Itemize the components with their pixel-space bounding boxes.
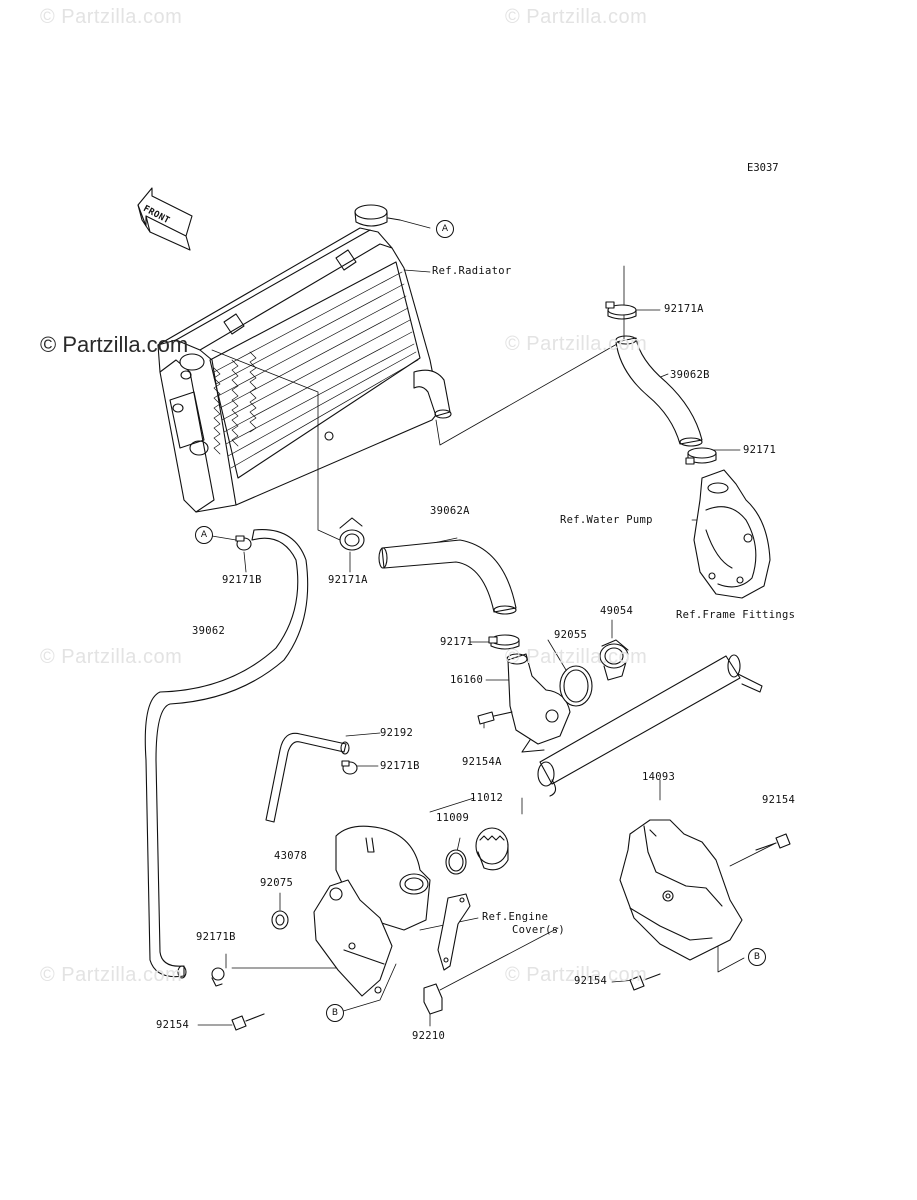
label-92192[interactable]: 92192 bbox=[380, 727, 414, 739]
label-11009[interactable]: 11009 bbox=[436, 812, 470, 824]
label-ref-radiator[interactable]: Ref.Radiator bbox=[432, 265, 512, 277]
watermark-faint: © Partzilla.com bbox=[40, 646, 183, 668]
label-14093[interactable]: 14093 bbox=[642, 771, 676, 783]
label-11012[interactable]: 11012 bbox=[470, 792, 504, 804]
hose-39062 bbox=[144, 529, 309, 979]
cap-11012 bbox=[475, 827, 509, 871]
hose-92192 bbox=[265, 732, 350, 823]
label-92154-bottom-right[interactable]: 92154 bbox=[574, 975, 608, 987]
callout-b-right[interactable]: B bbox=[748, 948, 766, 966]
label-92171-mid[interactable]: 92171 bbox=[440, 636, 474, 648]
front-arrow-icon bbox=[137, 187, 193, 251]
label-92171B-left[interactable]: 92171B bbox=[222, 574, 262, 586]
label-16160[interactable]: 16160 bbox=[450, 674, 484, 686]
diagram-code: E3037 bbox=[747, 162, 779, 174]
label-92055[interactable]: 92055 bbox=[554, 629, 588, 641]
label-92154A[interactable]: 92154A bbox=[462, 756, 502, 768]
watermark-faint: © Partzilla.com bbox=[40, 6, 183, 28]
bolt-92154-right bbox=[755, 833, 791, 851]
label-92171A-top[interactable]: 92171A bbox=[664, 303, 704, 315]
label-ref-water-pump[interactable]: Ref.Water Pump bbox=[560, 514, 653, 526]
label-ref-engine-cover-line1[interactable]: Ref.Engine bbox=[482, 911, 549, 923]
frame-fitting-tube bbox=[537, 654, 763, 797]
watermark-faint: © Partzilla.com bbox=[505, 333, 648, 355]
cover-14093 bbox=[619, 819, 743, 961]
label-92171-top[interactable]: 92171 bbox=[743, 444, 777, 456]
thermostat-49054 bbox=[599, 639, 629, 681]
callout-a-top[interactable]: A bbox=[436, 220, 454, 238]
watermark-faint: © Partzilla.com bbox=[505, 964, 648, 986]
hose-39062A bbox=[378, 539, 517, 615]
label-92171A-mid[interactable]: 92171A bbox=[328, 574, 368, 586]
ring-11009 bbox=[445, 849, 467, 875]
label-ref-engine-cover-line2[interactable]: Cover(s) bbox=[512, 924, 565, 936]
label-92210[interactable]: 92210 bbox=[412, 1030, 446, 1042]
bolt-92154A bbox=[477, 711, 513, 725]
clamp-92171-top bbox=[685, 447, 717, 465]
water-pump-drawing bbox=[693, 469, 771, 599]
label-92171B-low[interactable]: 92171B bbox=[196, 931, 236, 943]
label-92075[interactable]: 92075 bbox=[260, 877, 294, 889]
radiator-drawing bbox=[157, 204, 452, 513]
clamp-92171-mid bbox=[488, 634, 520, 650]
label-ref-frame-fittings[interactable]: Ref.Frame Fittings bbox=[676, 609, 796, 621]
label-49054[interactable]: 49054 bbox=[600, 605, 634, 617]
label-92154-bottom-left[interactable]: 92154 bbox=[156, 1019, 190, 1031]
watermark-faint: © Partzilla.com bbox=[505, 646, 648, 668]
clamp-92171B-left bbox=[235, 535, 252, 551]
label-92171B-mid[interactable]: 92171B bbox=[380, 760, 420, 772]
watermark-faint: © Partzilla.com bbox=[40, 964, 183, 986]
bolt-92154-bottom-right bbox=[629, 973, 661, 991]
reservoir-43078 bbox=[313, 825, 431, 997]
clip-92210 bbox=[423, 983, 443, 1015]
watermark-faint: © Partzilla.com bbox=[505, 6, 648, 28]
clip-92171B-low bbox=[211, 967, 225, 987]
hose-39062B bbox=[615, 335, 703, 447]
watermark-main: © Partzilla.com bbox=[40, 332, 189, 357]
engine-cover-bracket bbox=[437, 893, 471, 971]
callout-b-left[interactable]: B bbox=[326, 1004, 344, 1022]
label-39062A[interactable]: 39062A bbox=[430, 505, 470, 517]
label-39062[interactable]: 39062 bbox=[192, 625, 226, 637]
bolt-92154-bottom-left bbox=[231, 1013, 265, 1031]
label-39062B[interactable]: 39062B bbox=[670, 369, 710, 381]
callout-a-left[interactable]: A bbox=[195, 526, 213, 544]
grommet-92075 bbox=[271, 910, 289, 930]
clamp-92171A-mid bbox=[339, 517, 365, 551]
clamp-92171A-top bbox=[605, 301, 637, 320]
o-ring-92055 bbox=[559, 665, 593, 707]
label-43078[interactable]: 43078 bbox=[274, 850, 308, 862]
label-92154-right[interactable]: 92154 bbox=[762, 794, 796, 806]
clamp-92171B-mid bbox=[341, 760, 358, 775]
